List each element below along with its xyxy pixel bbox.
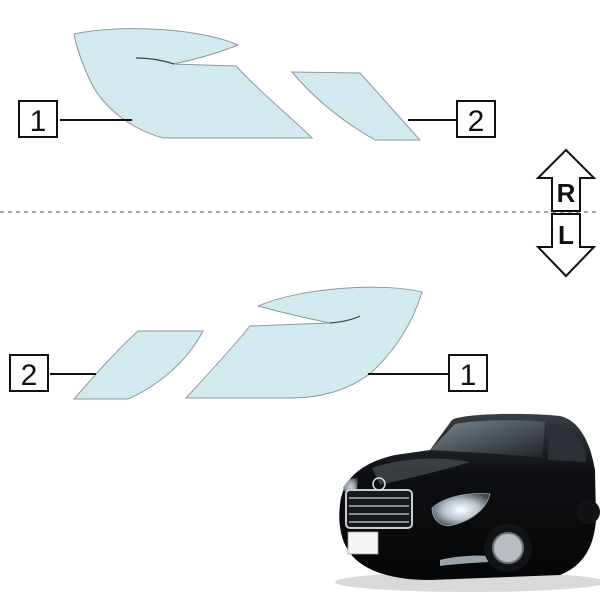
car-hood-highlight [372, 458, 470, 485]
car-bumper-light [440, 555, 490, 566]
car-license-plate [347, 531, 379, 555]
down-arrow-icon [535, 213, 597, 278]
orientation-upper-label: R [557, 178, 576, 208]
bottom-piece-2 [72, 330, 204, 400]
car-emblem [372, 477, 386, 491]
up-arrow-icon [535, 148, 597, 212]
top-callout-1-number: 1 [30, 105, 47, 138]
bottom-callout-1-number: 1 [460, 359, 477, 392]
car-front-rim [492, 532, 524, 564]
top-callout-2-box [456, 100, 496, 138]
car-grille-bars [349, 497, 409, 523]
bottom-callout-1-box [448, 354, 488, 392]
top-callout-2-number: 2 [468, 105, 485, 138]
top-callout-1-box [18, 100, 58, 138]
orientation-arrow: R L [535, 148, 597, 278]
orientation-lower-label: L [558, 220, 574, 250]
bottom-film-set: 2 1 [9, 286, 488, 400]
top-piece-1-contour [135, 57, 175, 65]
bottom-piece-1-contour [329, 315, 361, 324]
bottom-callout-2-box [9, 354, 49, 392]
car-rear-wheel [576, 500, 600, 524]
car-photo [335, 413, 600, 592]
car-side-window [548, 424, 586, 462]
top-film-set: 1 2 [18, 28, 496, 141]
car-headlight [431, 493, 491, 527]
top-piece-1 [73, 28, 314, 139]
bottom-piece-1 [184, 286, 423, 399]
bottom-callout-2-number: 2 [21, 359, 38, 392]
top-piece-2 [290, 71, 422, 141]
car-windshield [430, 420, 545, 458]
